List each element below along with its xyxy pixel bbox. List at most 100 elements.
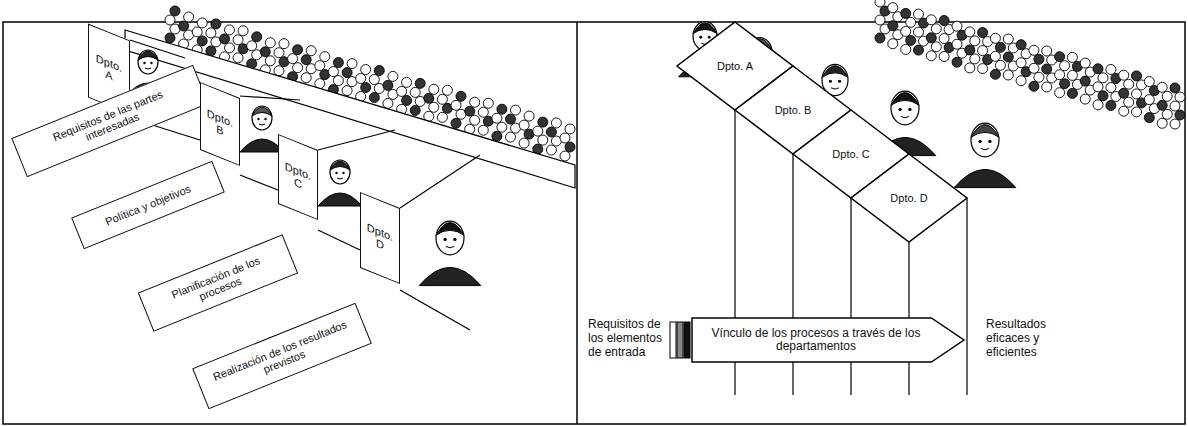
- shape-outline: [851, 154, 967, 242]
- crowd-head: [1119, 70, 1129, 80]
- crowd-head: [519, 138, 529, 148]
- node-text: Política y objetivos: [103, 182, 192, 227]
- crowd-head: [369, 93, 379, 103]
- crowd-head: [952, 39, 962, 49]
- input-label: Requisitos de los elementos de entrada: [588, 318, 666, 359]
- crowd-head: [565, 142, 575, 152]
- crowd-head: [492, 113, 502, 123]
- person-head: [330, 160, 350, 184]
- crowd-head: [1144, 113, 1154, 123]
- crowd-head: [1162, 109, 1172, 119]
- person-hair: [436, 223, 464, 236]
- crowd-head: [1042, 82, 1052, 92]
- node-text: Planificación de los procesos: [151, 247, 284, 320]
- crowd-head: [1055, 52, 1065, 62]
- crowd-head: [990, 33, 1000, 43]
- crowd-head: [901, 8, 911, 18]
- crowd-head: [470, 97, 480, 107]
- crowd-head: [1132, 71, 1142, 81]
- crowd-head: [914, 27, 924, 37]
- crowd-head: [342, 68, 352, 78]
- person-body: [419, 267, 481, 285]
- crowd-head: [415, 78, 425, 88]
- person-eye: [264, 118, 266, 120]
- crowd-head: [369, 75, 379, 85]
- crowd-head: [519, 120, 529, 130]
- crowd-head: [978, 28, 988, 38]
- department-panel: Dpto. B: [200, 82, 240, 166]
- crowd-head: [293, 63, 303, 73]
- crowd-head: [252, 32, 262, 42]
- crowd-head: [970, 54, 980, 64]
- crowd-head: [978, 46, 988, 56]
- node-text: Dpto. A: [715, 60, 755, 72]
- crowd-head: [1067, 52, 1077, 62]
- crowd-head: [926, 51, 936, 61]
- crowd-head: [388, 71, 398, 81]
- crowd-head: [1157, 118, 1167, 128]
- person-mouth: [259, 124, 265, 125]
- crowd-head: [301, 73, 311, 83]
- person-hair: [822, 66, 848, 78]
- crowd-head: [506, 132, 516, 142]
- frame-divider: [576, 22, 578, 424]
- person-hair: [330, 161, 350, 170]
- crowd-head: [965, 27, 975, 37]
- person-head: [252, 106, 272, 130]
- crowd-head: [1175, 110, 1185, 120]
- crowd-head: [410, 87, 420, 97]
- person-hair: [693, 23, 717, 34]
- person-eye: [978, 140, 981, 143]
- crowd-head: [1003, 34, 1013, 44]
- person-mouth: [831, 88, 839, 89]
- node-text: Vínculo de los procesos a través de los …: [702, 327, 930, 353]
- process-arrow: Vínculo de los procesos a través de los …: [692, 318, 964, 362]
- crowd-head: [410, 105, 420, 115]
- crowd-head: [914, 45, 924, 55]
- crowd-head: [978, 64, 988, 74]
- crowd-head: [402, 95, 412, 105]
- crowd-head: [333, 76, 343, 86]
- node-text: Realización de los resultados previstos: [206, 316, 358, 396]
- crowd-head: [429, 102, 439, 112]
- crowd-head: [1060, 61, 1070, 71]
- crowd-head: [478, 125, 488, 135]
- department-panel: Dpto. D: [360, 192, 400, 284]
- crowd-head: [478, 107, 488, 117]
- crowd-head: [293, 45, 303, 55]
- crowd-head: [165, 33, 175, 43]
- crowd-head: [1098, 73, 1108, 83]
- crowd-head: [1003, 52, 1013, 62]
- crowd-head: [402, 77, 412, 87]
- crowd-head: [361, 83, 371, 93]
- person-eye: [150, 62, 152, 64]
- crowd-head: [1029, 81, 1039, 91]
- crowd-head: [546, 145, 556, 155]
- crowd-head: [424, 93, 434, 103]
- crowd-head: [965, 63, 975, 73]
- crowd-head: [1144, 95, 1154, 105]
- crowd-head: [939, 34, 949, 44]
- frame: [3, 22, 1185, 424]
- crowd-head: [1093, 82, 1103, 92]
- crowd-head: [374, 66, 384, 76]
- crowd-head: [1157, 100, 1167, 110]
- crowd-head: [397, 86, 407, 96]
- crowd-head: [875, 15, 885, 25]
- crowd-head: [1157, 82, 1167, 92]
- crowd-head: [1080, 76, 1090, 86]
- crowd-head: [274, 48, 284, 58]
- crowd-head: [1106, 101, 1116, 111]
- person-figure: [318, 160, 362, 206]
- crowd-head: [211, 19, 221, 29]
- crowd-head: [170, 6, 180, 16]
- input-bars: [670, 322, 690, 358]
- crowd-head: [990, 69, 1000, 79]
- crowd-head: [225, 43, 235, 53]
- crowd-head: [1144, 77, 1154, 87]
- crowd-head: [1093, 64, 1103, 74]
- process-strip: Planificación de los procesos: [138, 234, 298, 331]
- crowd-head: [506, 114, 516, 124]
- crowd-head: [901, 26, 911, 36]
